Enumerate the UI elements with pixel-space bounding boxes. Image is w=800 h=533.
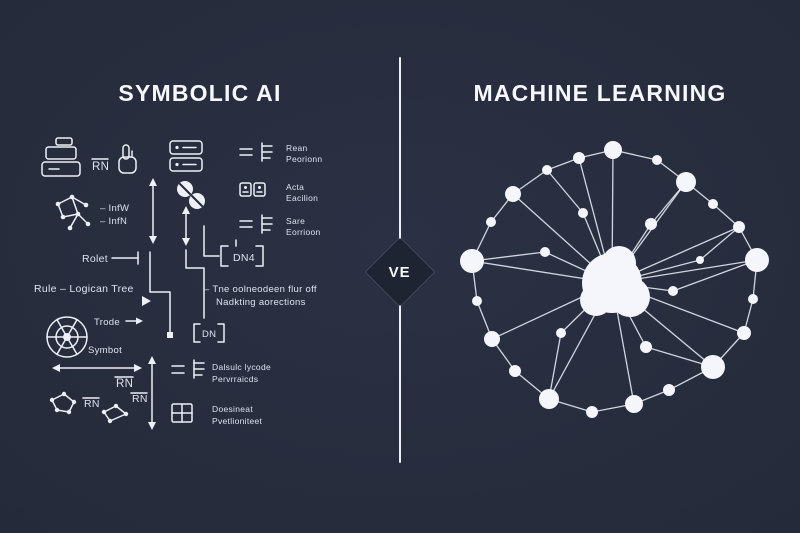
network-node bbox=[676, 172, 696, 192]
network-node bbox=[645, 218, 657, 230]
label-row4b: Pervrraicds bbox=[212, 374, 258, 384]
left-title: SYMBOLIC AI bbox=[118, 80, 282, 106]
wheel-icon bbox=[46, 316, 88, 358]
network-node bbox=[539, 389, 559, 409]
label-rule-tree: Rule – Logican Tree bbox=[34, 283, 134, 295]
label-row2a: Acta bbox=[286, 182, 304, 192]
network-node bbox=[573, 152, 585, 164]
label-row3a: Sare bbox=[286, 216, 305, 226]
network-node bbox=[542, 165, 552, 175]
label-rolet: Rolet bbox=[82, 253, 108, 265]
label-note2: Nadkting aorections bbox=[216, 297, 306, 308]
circuit-traces bbox=[149, 225, 237, 338]
label-infw: – InfW bbox=[100, 203, 129, 214]
network-node bbox=[484, 331, 500, 347]
network-hub-blob bbox=[580, 284, 612, 316]
list-icon-row4 bbox=[171, 359, 205, 379]
network-node bbox=[472, 296, 482, 306]
label-note1: – Tne oolneodeen flur off bbox=[204, 284, 317, 295]
network-node bbox=[556, 328, 566, 338]
network-hub-blob bbox=[602, 246, 636, 280]
network-node bbox=[668, 286, 678, 296]
symbolic-ai-diagram: RN bbox=[34, 137, 322, 430]
network-node bbox=[604, 141, 622, 159]
network-node bbox=[737, 326, 751, 340]
network-node bbox=[652, 155, 662, 165]
vertical-arrow-bottom bbox=[148, 356, 156, 430]
label-rn-b: RN bbox=[84, 398, 100, 410]
network-edge bbox=[699, 226, 740, 261]
triangle-pointer bbox=[142, 296, 151, 306]
database-stack-icon bbox=[169, 140, 203, 172]
dn4-bracket bbox=[220, 245, 264, 267]
label-rn-c: RN bbox=[132, 393, 148, 405]
badges-icon-row2 bbox=[239, 182, 266, 197]
network-node bbox=[745, 248, 769, 272]
list-icon-row3 bbox=[239, 214, 273, 234]
network-node bbox=[701, 355, 725, 379]
network-edge bbox=[548, 332, 562, 400]
graph-nodes-icon bbox=[55, 194, 91, 231]
label-dn: DN bbox=[202, 329, 216, 340]
hand-cursor-icon bbox=[118, 144, 137, 174]
network-node bbox=[486, 217, 496, 227]
label-row2b: Eacilion bbox=[286, 193, 318, 203]
vertical-arrow-top bbox=[149, 178, 157, 244]
horizontal-arrow bbox=[52, 364, 142, 372]
beans-icon bbox=[177, 181, 205, 209]
network-node bbox=[505, 186, 521, 202]
network-node bbox=[663, 384, 675, 396]
label-row1b: Peorionn bbox=[286, 154, 322, 164]
network-node bbox=[578, 208, 588, 218]
network-node bbox=[733, 221, 745, 233]
label-row3b: Eorrioon bbox=[286, 227, 321, 237]
network-edge bbox=[471, 251, 546, 262]
network-node bbox=[540, 247, 550, 257]
molecule-icon-1 bbox=[49, 391, 77, 415]
network-node bbox=[748, 294, 758, 304]
network-edge bbox=[672, 259, 758, 292]
label-symbot: Symbot bbox=[88, 345, 122, 356]
vertical-arrow-mid bbox=[182, 206, 190, 246]
right-title: MACHINE LEARNING bbox=[473, 80, 727, 106]
list-icon-row1 bbox=[239, 142, 273, 162]
dn-bracket bbox=[193, 323, 225, 343]
network-node bbox=[708, 199, 718, 209]
label-dn4: DN4 bbox=[233, 252, 255, 264]
label-row1a: Rean bbox=[286, 143, 308, 153]
network-hub-blob bbox=[610, 277, 650, 317]
network-edge bbox=[546, 169, 584, 214]
machine-learning-network bbox=[460, 141, 769, 418]
small-arrow-right bbox=[125, 317, 143, 325]
label-infn: – InfN bbox=[100, 216, 127, 227]
label-rn-top: RN bbox=[92, 161, 109, 173]
label-rn-a: RN bbox=[116, 378, 133, 390]
vs-badge-label: VE bbox=[388, 263, 412, 281]
stacked-boxes-icon bbox=[41, 137, 81, 177]
network-node bbox=[696, 256, 704, 264]
network-node bbox=[509, 365, 521, 377]
molecule-icon-2 bbox=[101, 403, 129, 424]
network-node bbox=[640, 341, 652, 353]
label-row4a: Dalsulc lycode bbox=[212, 362, 271, 372]
network-node bbox=[586, 406, 598, 418]
label-row5b: Pvetlioniteet bbox=[212, 416, 263, 426]
network-node bbox=[460, 249, 484, 273]
grid-icon-row5 bbox=[171, 403, 193, 423]
network-node bbox=[625, 395, 643, 413]
label-trode: Trode bbox=[94, 317, 120, 328]
label-row5a: Doesineat bbox=[212, 404, 253, 414]
